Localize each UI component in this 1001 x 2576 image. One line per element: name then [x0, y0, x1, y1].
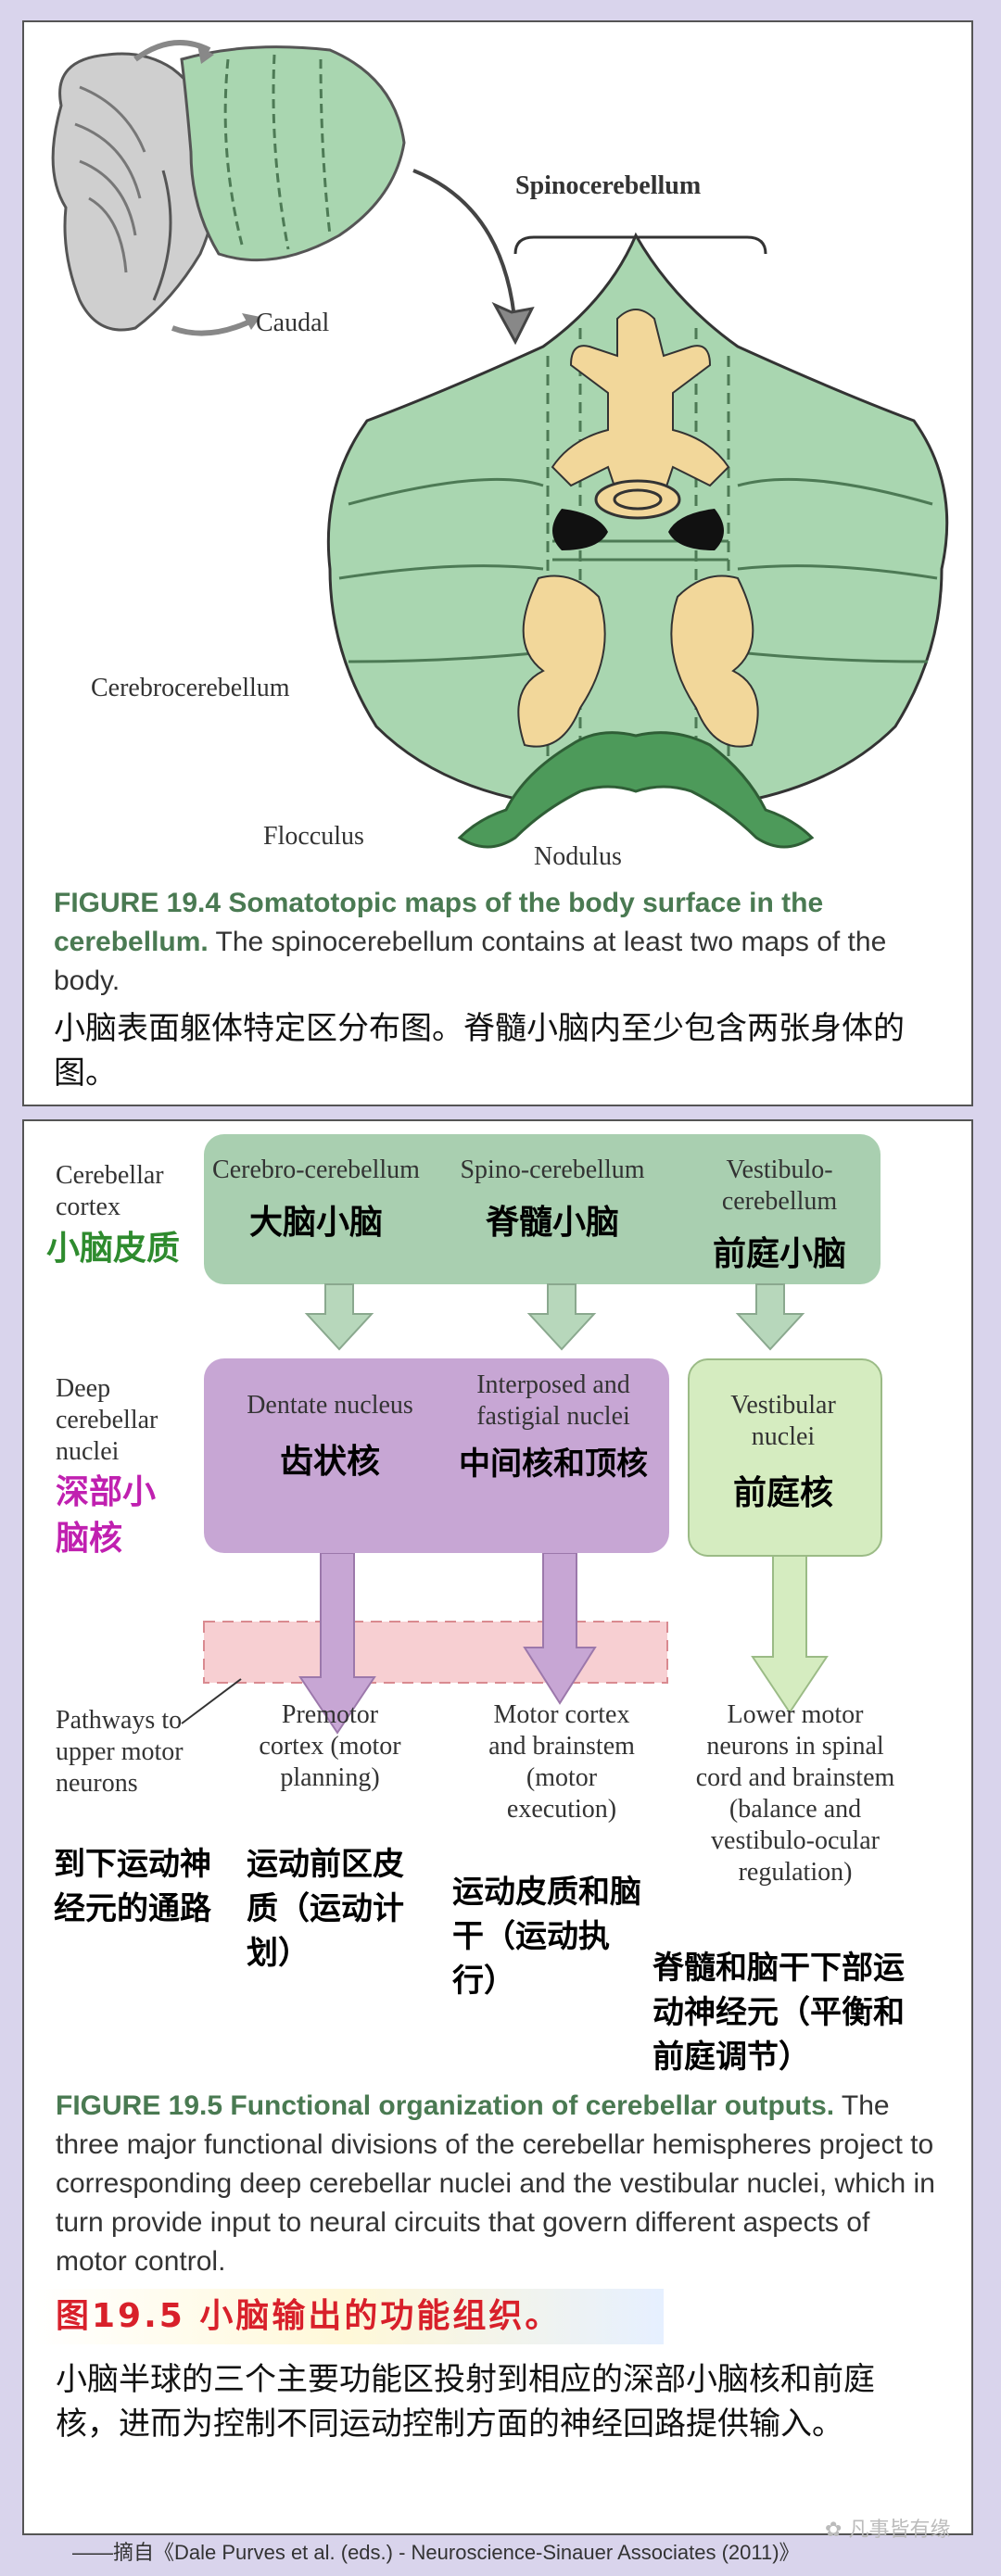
interposed-fastigial-box: Interposed and fastigial nuclei 中间核和顶核 — [437, 1370, 669, 1484]
figure-19-5-caption: FIGURE 19.5 Functional organization of c… — [56, 2087, 936, 2281]
deep-nuclei-box — [204, 1358, 669, 1553]
wechat-icon: ✿ — [825, 2519, 843, 2542]
premotor-cortex-label: Premotor cortex (motor planning) — [259, 1700, 401, 1792]
dentate-cn: 齿状核 — [279, 1443, 380, 1481]
chinese-title-highlight: 图19.5 小脑输出的功能组织。 — [33, 2289, 664, 2344]
cerebrocerebellum-cn: 大脑小脑 — [248, 1204, 383, 1242]
caption-body: The spinocerebellum contains at least tw… — [54, 927, 887, 996]
down-arrow-icon — [735, 1283, 805, 1351]
cerebrocerebellum-en: Cerebro-cerebellum — [212, 1155, 420, 1184]
dentate-en: Dentate nucleus — [247, 1391, 413, 1420]
down-arrow-icon — [523, 1552, 597, 1705]
spinocerebellum-label: Spinocerebellum — [515, 171, 702, 200]
caudal-label: Caudal — [256, 309, 330, 337]
down-arrow-icon — [304, 1283, 374, 1351]
motor-cortex-cn: 运动皮质和脑干（运动执行） — [452, 1874, 641, 2000]
dentate-nucleus-box: Dentate nucleus 齿状核 — [228, 1390, 432, 1483]
cerebellar-cortex-cn-label: 小脑皮质 — [46, 1230, 181, 1268]
flocculus-label: Flocculus — [263, 822, 364, 851]
arrow-icon — [412, 169, 517, 329]
caption-title: FIGURE 19.5 Functional organization of c… — [56, 2090, 835, 2121]
premotor-cortex-cn: 运动前区皮质（运动计划） — [247, 1846, 404, 1972]
caption-cn-title: 图19.5 小脑输出的功能组织。 — [56, 2297, 562, 2335]
nodulus-label: Nodulus — [534, 842, 622, 871]
cerebellar-cortex-box — [204, 1134, 881, 1284]
vestibulocerebellum-cn: 前庭小脑 — [712, 1235, 846, 1273]
spinocerebellum-cn: 脊髓小脑 — [485, 1204, 619, 1242]
flow-arrows — [181, 1283, 829, 1735]
cerebellum-flattened-map — [326, 232, 949, 849]
caption-body: The three major functional divisions of … — [56, 2090, 935, 2277]
lower-motor-neurons-label: Lower motor neurons in spinal cord and b… — [695, 1700, 895, 1887]
pathways-label: Pathways to upper motor neurons — [56, 1706, 184, 1798]
watermark: ✿ 凡事皆有缘 — [825, 2513, 950, 2543]
vestibulocerebellum-box: Vestibulo-cerebellum 前庭小脑 — [682, 1155, 877, 1275]
deep-nuclei-label: Deep cerebellar nuclei — [56, 1374, 158, 1466]
bracket-icon — [513, 235, 767, 255]
source-footer: ——摘自《Dale Purves et al. (eds.) - Neurosc… — [72, 2541, 800, 2564]
vestibular-nuclei-box — [688, 1358, 882, 1557]
vestibulocerebellum-en: Vestibulo-cerebellum — [721, 1155, 838, 1216]
down-arrow-icon — [298, 1552, 376, 1735]
spinocerebellum-en: Spino-cerebellum — [460, 1155, 645, 1184]
cerebrocerebellum-box: Cerebro-cerebellum 大脑小脑 — [209, 1155, 423, 1244]
inset-cerebellum-icon — [51, 40, 406, 336]
pathways-cn-label: 到下运动神经元的通路 — [54, 1846, 211, 1927]
cerebellum-illustration — [51, 40, 949, 849]
watermark-text: 凡事皆有缘 — [848, 2519, 951, 2542]
down-arrow-icon — [526, 1283, 597, 1351]
caption-cn-body: 小脑半球的三个主要功能区投射到相应的深部小脑核和前庭核，进而为控制不同运动控制方… — [56, 2361, 875, 2443]
vestibular-nuclei-text: Vestibular nuclei 前庭核 — [699, 1390, 868, 1514]
interposed-cn: 中间核和顶核 — [459, 1446, 648, 1483]
interposed-en: Interposed and fastigial nuclei — [476, 1370, 630, 1431]
vestibular-en: Vestibular nuclei — [730, 1391, 836, 1451]
motor-cortex-label: Motor cortex and brainstem (motor execut… — [488, 1700, 635, 1824]
cerebellar-cortex-label: Cerebellar cortex — [56, 1161, 164, 1221]
spinocerebellum-box: Spino-cerebellum 脊髓小脑 — [441, 1155, 664, 1244]
lower-motor-neurons-cn: 脊髓和脑干下部运动神经元（平衡和前庭调节） — [653, 1950, 905, 2076]
pathway-box — [203, 1621, 668, 1684]
figure-19-4-panel: Spinocerebellum Caudal Cerebrocerebellum… — [22, 20, 973, 1106]
cerebrocerebellum-label: Cerebrocerebellum — [91, 674, 290, 702]
caption-title: FIGURE 19.4 Somatotopic maps of the body… — [54, 888, 824, 957]
deep-nuclei-cn-label: 深部小脑核 — [56, 1473, 157, 1558]
vestibular-cn: 前庭核 — [732, 1474, 833, 1512]
figure-19-5-panel: Cerebellar cortex 小脑皮质 Deep cerebellar n… — [22, 1119, 973, 2535]
figure-19-4-caption: FIGURE 19.4 Somatotopic maps of the body… — [54, 884, 934, 1001]
caption-chinese: 小脑表面躯体特定区分布图。脊髓小脑内至少包含两张身体的图。 — [54, 1010, 905, 1092]
down-arrow-icon — [751, 1552, 829, 1714]
